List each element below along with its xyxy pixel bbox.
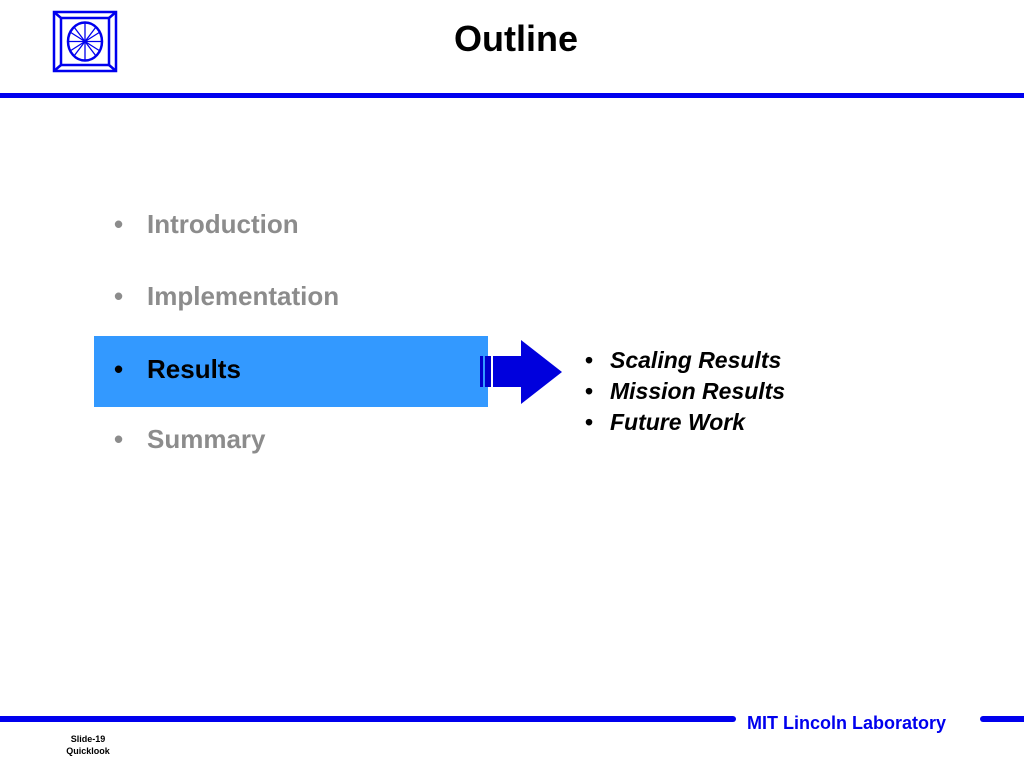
bullet-dot: • <box>114 281 124 311</box>
deck-name: Quicklook <box>66 746 110 756</box>
header-divider <box>0 93 1024 98</box>
right-arrow-icon <box>480 340 562 404</box>
results-detail-label: Scaling Results <box>610 347 782 373</box>
bullet-dot: • <box>114 424 124 454</box>
lab-name: MIT Lincoln Laboratory <box>747 713 947 733</box>
slide-number: Slide-19 <box>70 734 106 744</box>
slide-info: Slide-19 Quicklook <box>40 733 136 757</box>
outline-item-implementation: • Implementation <box>94 261 488 331</box>
bullet-dot: • <box>585 347 594 373</box>
results-detail-label: Future Work <box>610 409 746 435</box>
outline-item-label: Results <box>147 354 241 384</box>
mit-ll-logo-icon <box>52 10 118 73</box>
bullet-dot: • <box>114 354 124 384</box>
outline-item-label: Summary <box>147 424 266 454</box>
outline-item-introduction: • Introduction <box>94 189 488 259</box>
outline-item-results-highlighted: • Results <box>94 336 488 407</box>
outline-item-label: Introduction <box>147 209 299 239</box>
outline-item-label: Implementation <box>147 281 340 311</box>
bullet-dot: • <box>114 209 124 239</box>
bullet-dot: • <box>585 409 594 435</box>
bullet-dot: • <box>585 378 594 404</box>
footer-divider-right <box>980 716 1024 722</box>
page-title: Outline <box>454 18 578 59</box>
outline-item-summary: • Summary <box>94 404 488 474</box>
footer-divider-left <box>0 716 736 722</box>
results-detail-label: Mission Results <box>610 378 786 404</box>
